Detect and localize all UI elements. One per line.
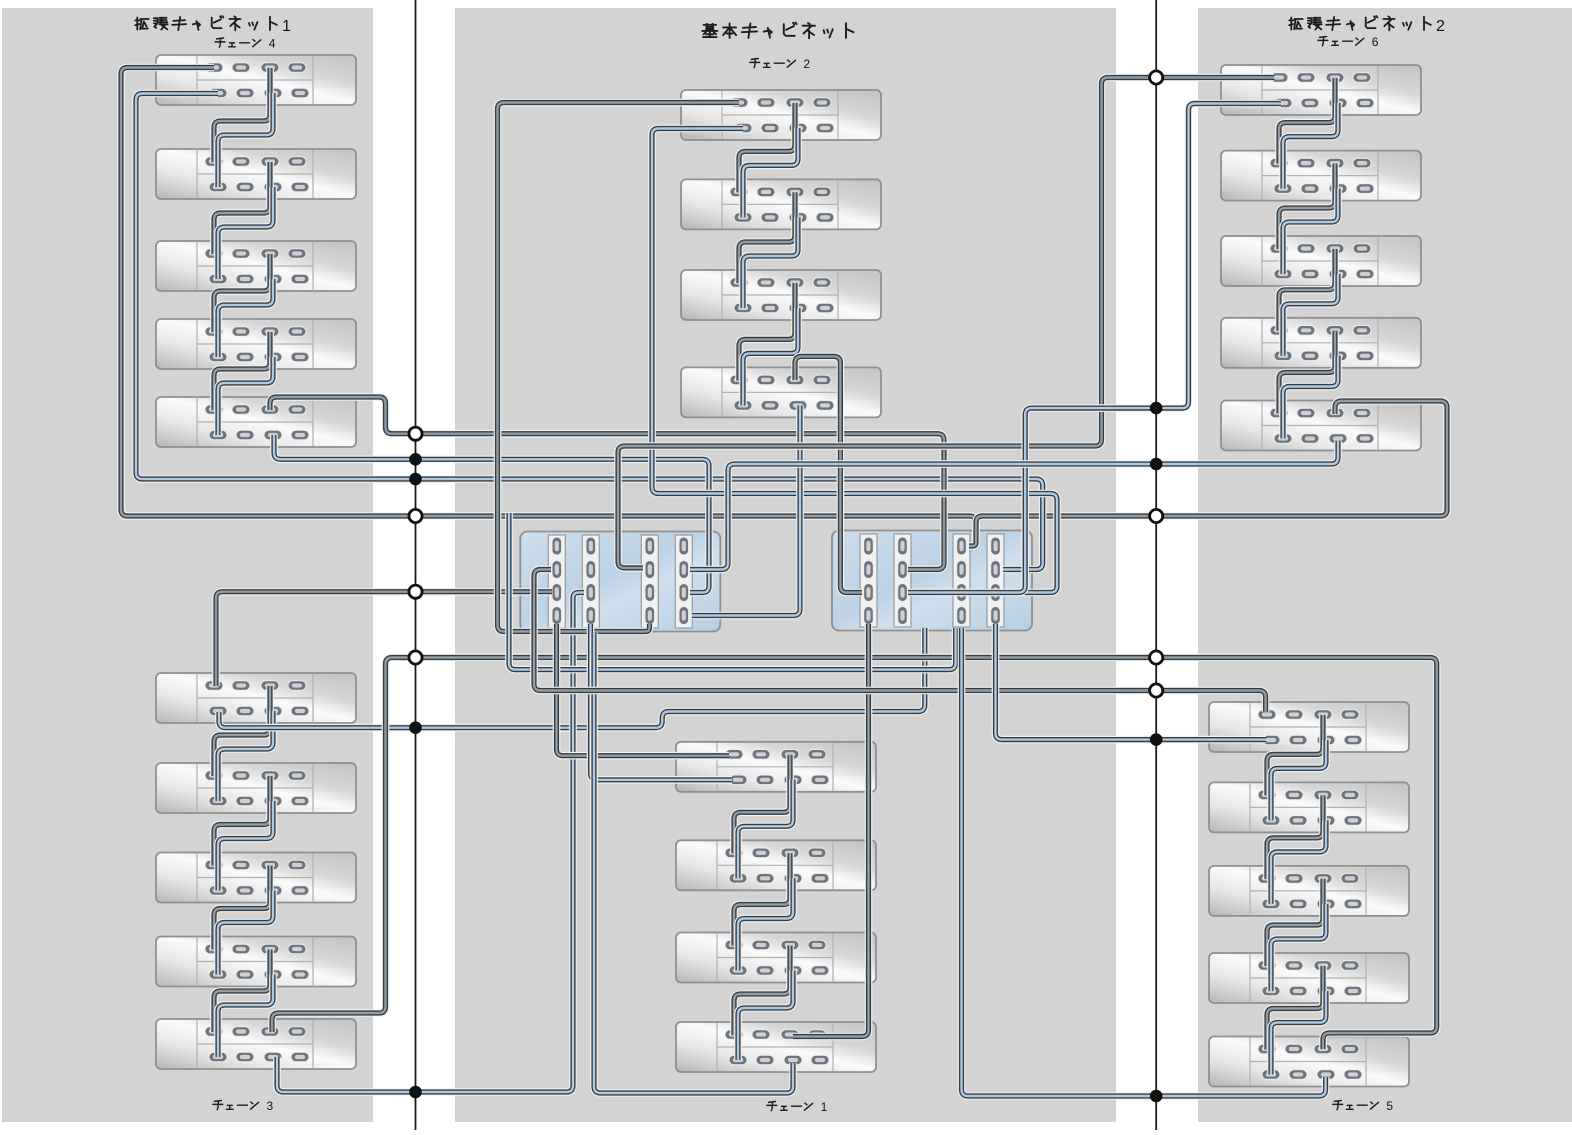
svg-text:3: 3 xyxy=(267,1099,274,1113)
svg-text:6: 6 xyxy=(1372,35,1379,49)
svg-text:2: 2 xyxy=(1436,18,1445,35)
svg-text:1: 1 xyxy=(821,1100,828,1114)
svg-text:2: 2 xyxy=(803,57,810,71)
svg-text:5: 5 xyxy=(1386,1099,1393,1113)
svg-text:1: 1 xyxy=(282,18,291,35)
svg-text:4: 4 xyxy=(269,37,276,51)
